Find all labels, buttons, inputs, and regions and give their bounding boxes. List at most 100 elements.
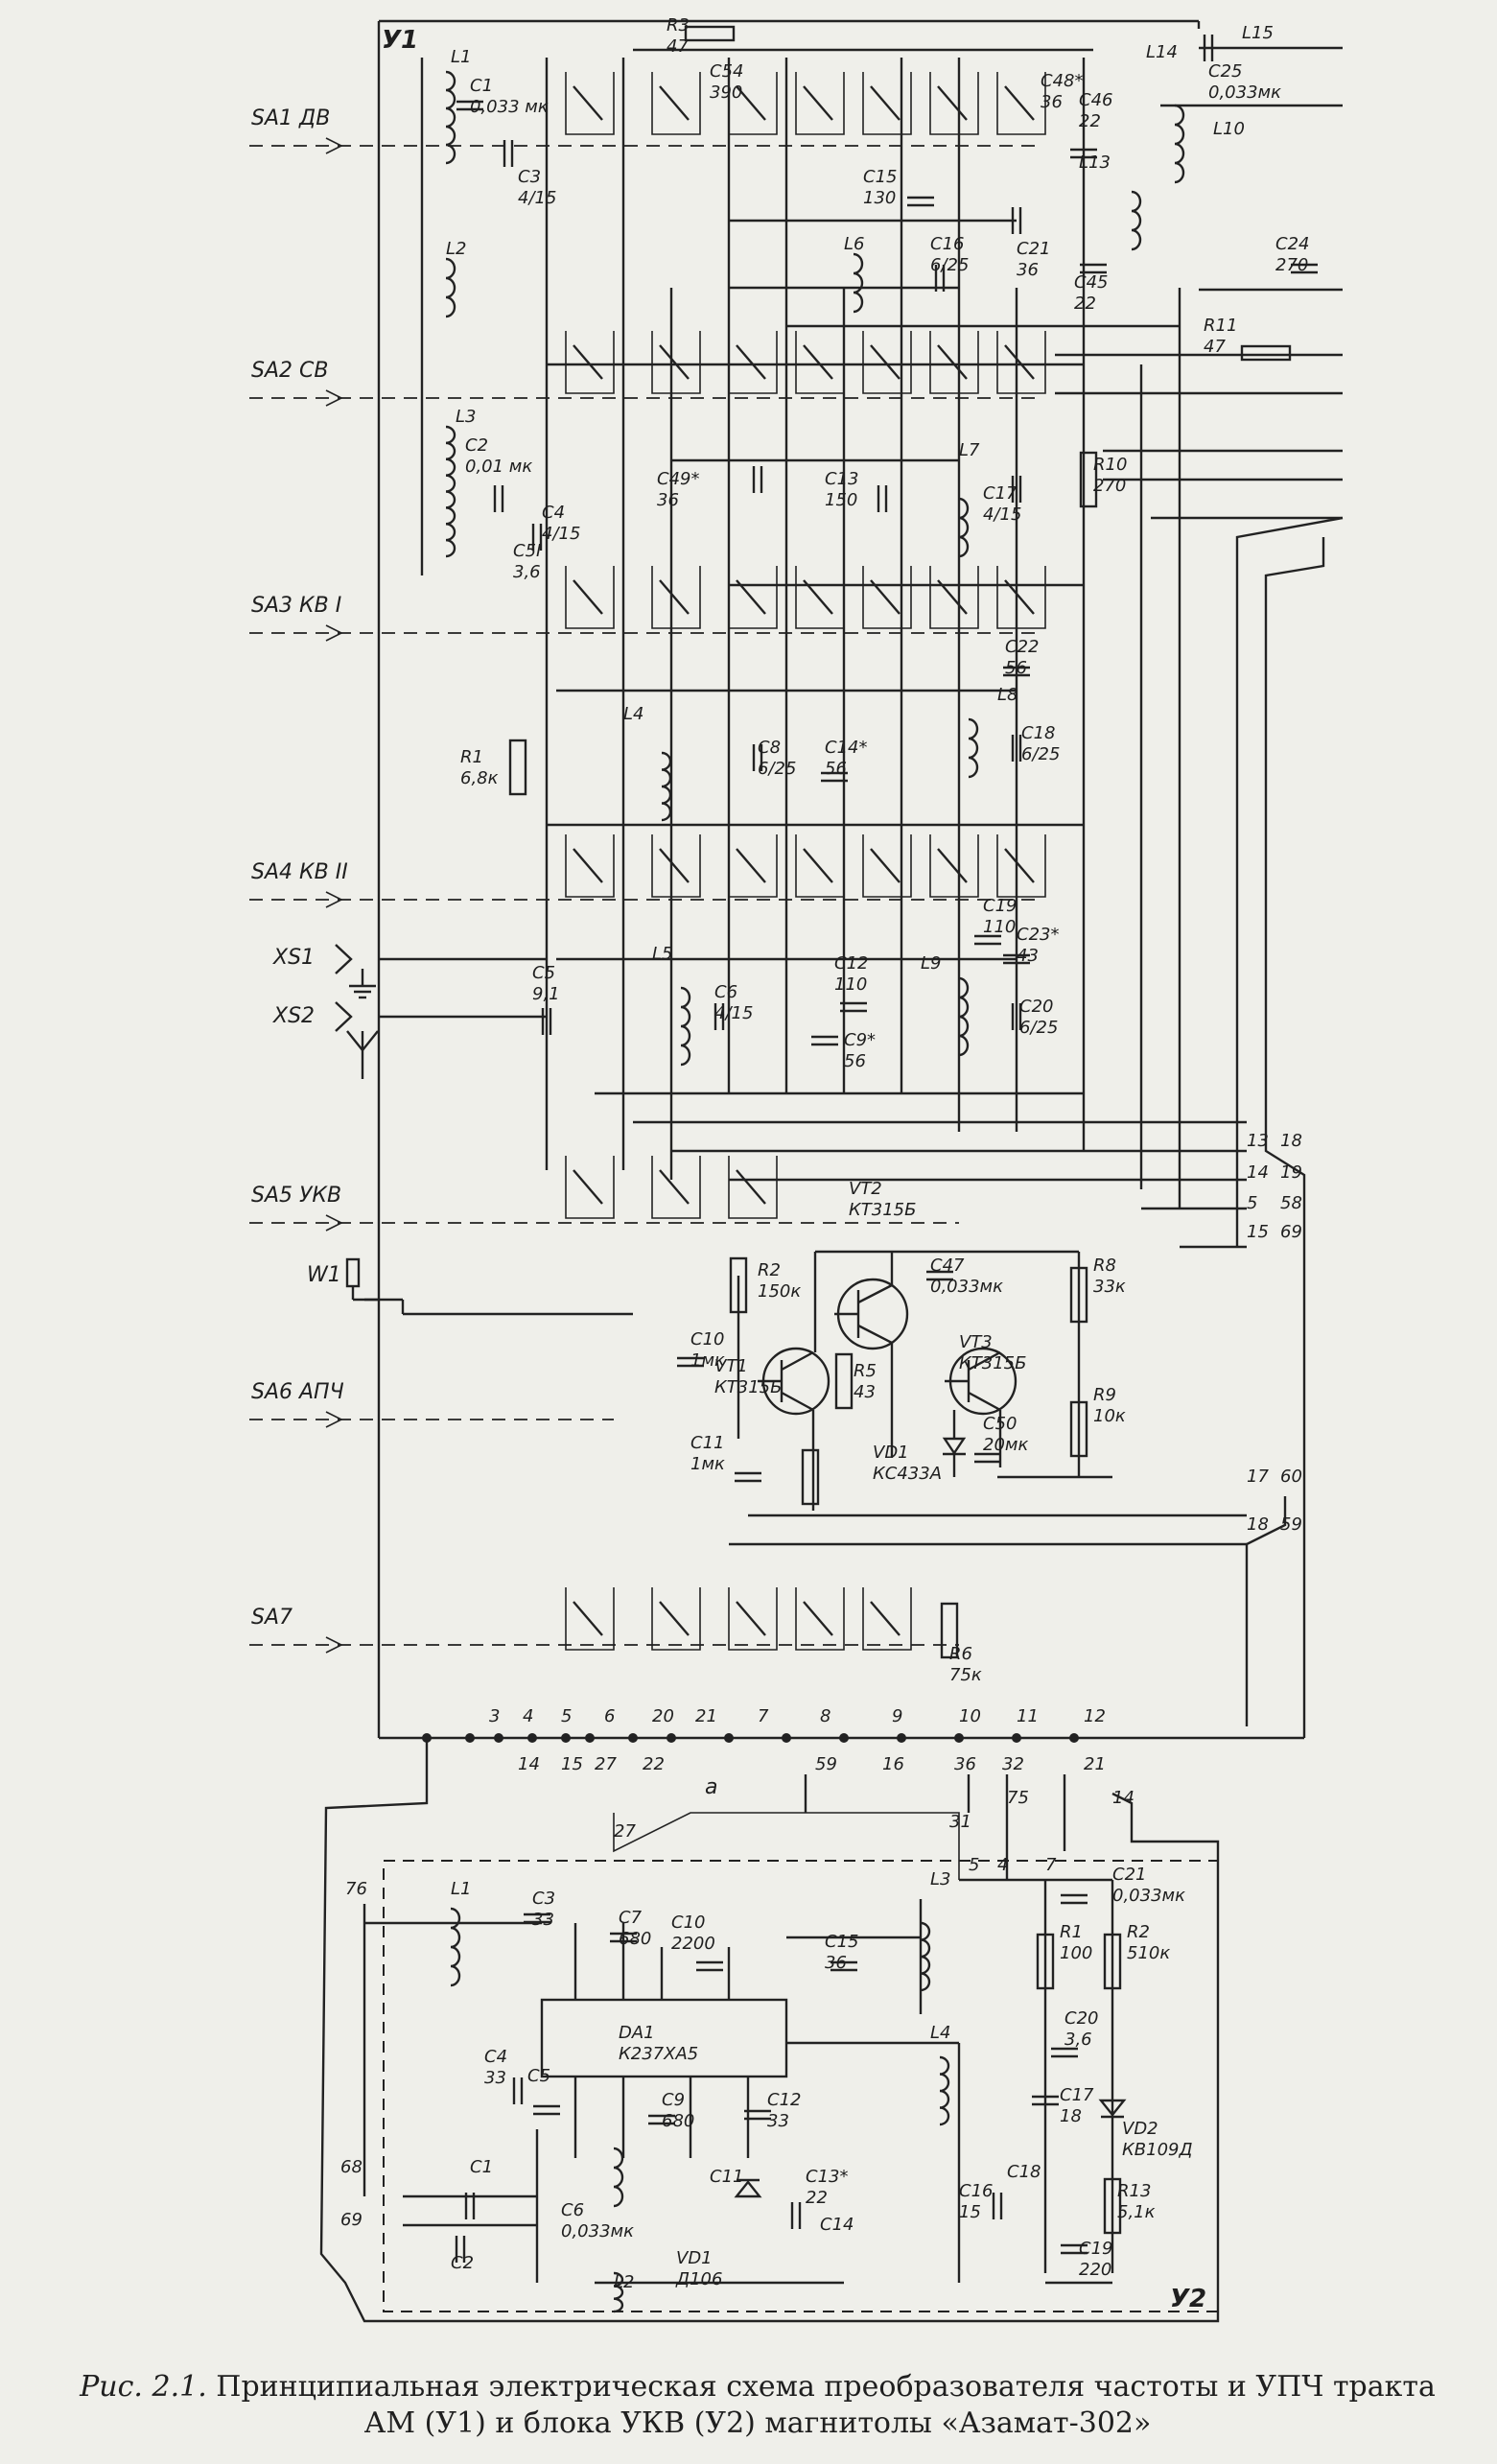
switch-contact	[736, 344, 766, 380]
u1-c17-label: C17	[983, 483, 1017, 504]
junction-dot	[527, 1733, 537, 1743]
contact-frame	[929, 72, 979, 135]
socket-xs1	[335, 944, 353, 974]
u2-u2_c6-label: C6	[561, 2200, 584, 2220]
u1-c5i-value: 3,6	[513, 562, 541, 582]
side-number: 5	[1247, 1193, 1257, 1213]
u1-c50-label: C50	[983, 1414, 1017, 1434]
contact-frame	[996, 331, 1046, 394]
u2-pin-number: 27	[614, 1821, 636, 1842]
u1-l5-label: L5	[652, 944, 672, 964]
contact-frame	[996, 834, 1046, 898]
switch-contact	[573, 848, 603, 883]
switch-contact	[803, 85, 833, 121]
bus-number-lower: 32	[1002, 1754, 1024, 1774]
u1-c24-value: 270	[1275, 255, 1308, 275]
u2-pin-number: 68	[340, 2157, 363, 2177]
u1-r10-value: 270	[1093, 476, 1126, 496]
coil-winding	[958, 976, 970, 1057]
switch-sa4-label: SA4 КВ II	[251, 860, 348, 884]
u2-u2_c9-label: C9	[662, 2090, 685, 2110]
u2-u2_r1-value: 100	[1060, 1943, 1092, 1963]
coil-winding	[450, 1907, 461, 1987]
u1-vt1-label: VT1	[714, 1356, 748, 1376]
u1-c45-value: 22	[1074, 293, 1096, 314]
contact-frame	[862, 566, 912, 629]
bus-number-upper: 10	[959, 1706, 981, 1726]
u1-c23-value: 43	[1017, 946, 1039, 966]
u2-u2_c13-value: 22	[806, 2188, 828, 2208]
switch-contact	[937, 344, 968, 380]
switch-sa2-label: SA2 СВ	[251, 359, 328, 383]
u1-l15-label: L15	[1242, 23, 1274, 43]
u2-u2_c19-value: 220	[1079, 2260, 1111, 2280]
socket-xs2	[335, 1001, 353, 1032]
side-number: 14	[1247, 1162, 1269, 1183]
bus-connection-dots	[422, 1733, 1079, 1743]
u1-c1-value: 0,033 мк	[470, 97, 549, 117]
u1-c5-label: C5	[532, 963, 555, 983]
u2-u2_c13-label: C13*	[806, 2167, 848, 2187]
switch-contact	[573, 1601, 603, 1636]
u2-u2_c15-label: C15	[825, 1932, 858, 1952]
u1-r9-label: R9	[1093, 1385, 1116, 1405]
switch-sa3-label: SA3 КВ I	[251, 594, 341, 618]
u1-c50-value: 20мк	[983, 1435, 1028, 1455]
bus-number-upper: 5	[561, 1706, 572, 1726]
u1-c8-label: C8	[758, 738, 781, 758]
u1-r3-label: R3	[667, 15, 690, 35]
contact-frame	[565, 72, 615, 135]
u1-c22-value: 56	[1005, 658, 1027, 678]
contact-frame	[565, 1156, 615, 1219]
u1-c54-label: C54	[710, 61, 743, 82]
u2-pin-number: 76	[345, 1879, 367, 1899]
u2-u2_l4-label: L4	[930, 2023, 950, 2043]
u2-u2_l2-label: L2	[614, 2272, 634, 2292]
inductors	[445, 70, 1185, 2313]
resistor-body	[1240, 344, 1292, 362]
u1-c4-label: C4	[542, 503, 565, 523]
junction-dot	[782, 1733, 791, 1743]
side-number: 69	[1280, 1222, 1302, 1242]
u2-u2_l3-label: L3	[930, 1869, 950, 1889]
u1-c6-label: C6	[714, 982, 737, 1002]
coil-winding	[445, 70, 456, 165]
u1-r6-value: 75к	[949, 1665, 982, 1685]
switch-sa7-label: SA7	[251, 1606, 292, 1630]
u1-c25-label: C25	[1208, 61, 1242, 82]
switch-contact	[937, 848, 968, 883]
figure-caption: Рис. 2.1. Принципиальная электрическая с…	[58, 2369, 1458, 2442]
u1-c14-label: C14*	[825, 738, 867, 758]
u2-u2_c12-label: C12	[767, 2090, 801, 2110]
u2-u2_c3-label: C3	[532, 1889, 555, 1909]
contact-frame	[795, 1587, 845, 1651]
u1-c47-label: C47	[930, 1255, 965, 1276]
u2-u2_r13-value: 5,1к	[1117, 2202, 1156, 2222]
side-number: 13	[1247, 1131, 1269, 1151]
transistor-vt2	[834, 1278, 909, 1350]
u2-u2_c16-label: C16	[959, 2181, 993, 2201]
bus-number-lower: 21	[1084, 1754, 1106, 1774]
u1-c2-label: C2	[465, 435, 488, 456]
transistor-wiring	[737, 1250, 1112, 1511]
u1-l2-label: L2	[446, 239, 466, 259]
contact-frame	[795, 331, 845, 394]
contact-frame	[996, 72, 1046, 135]
u2-u2_c1-label: C1	[470, 2157, 493, 2177]
u1-vt3-label: VT3	[959, 1332, 993, 1352]
u1-c8-value: 6/25	[758, 759, 796, 779]
u2-u2_c18-label: C18	[1007, 2162, 1041, 2182]
caption-line1: Принципиальная электрическая схема преоб…	[216, 2370, 1436, 2404]
side-number: 60	[1280, 1467, 1302, 1487]
u1-frame	[377, 19, 1325, 1740]
connector-w1-label: W1	[307, 1263, 341, 1287]
junction-dot	[897, 1733, 906, 1743]
contact-frame	[728, 566, 778, 629]
side-number: 17	[1247, 1467, 1269, 1487]
contact-frame	[565, 1587, 615, 1651]
switch-contact	[659, 848, 690, 883]
u1-c4-value: 4/15	[542, 524, 580, 544]
u2-u2_r2-label: R2	[1127, 1922, 1150, 1942]
